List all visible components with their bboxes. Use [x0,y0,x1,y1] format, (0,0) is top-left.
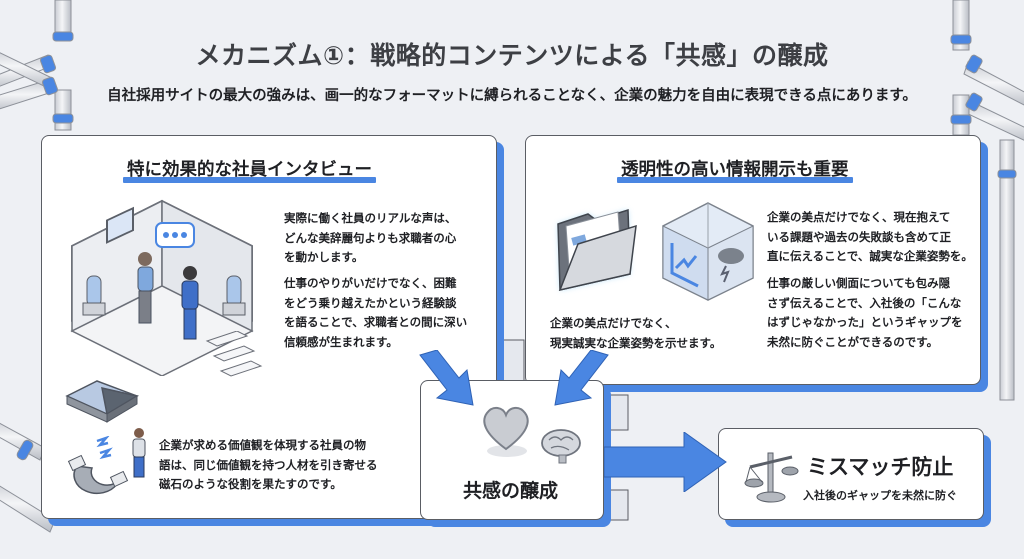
chart-icon [670,243,699,288]
arrow-center-to-result [604,432,727,492]
empathy-label: 共感の醸成 [463,480,559,502]
speech-dot [181,232,187,238]
interview-room-icon [70,199,254,376]
pipe-top-left [0,0,74,131]
pipe-right-side [997,139,1017,401]
mismatch-subtitle: 入社後のギャップを未然に防ぐ [803,489,957,502]
speech-dot [172,232,178,238]
heart-icon [483,407,529,457]
magnet-icon [67,436,129,495]
mismatch-title: ミスマッチ防止 [807,455,954,479]
disclosure-caption: 企業の美点だけでなく、 現実誠実な企業姿勢を示せます。 [550,316,722,350]
pipe-center-connector [497,339,525,383]
page-title: メカニズム①：戦略的コンテンツによる「共感」の醸成 [195,41,829,70]
interview-card-title: 特に効果的な社員インタビュー [123,156,376,183]
balance-scale-icon [744,452,799,503]
puzzle-icon [65,380,139,423]
speech-dot [163,232,169,238]
arrow-left-to-center [419,350,474,406]
steps-icon [205,331,263,377]
interview-paragraph-2: 仕事のやりがいだけでなく、困難 をどう乗り越えたかという経験談 を語ることで、求… [284,276,468,349]
interview-card: 特に効果的な社員インタビュー [41,135,497,519]
interview-paragraph-3: 企業が求める価値観を体現する社員の物 語は、同じ価値観を持つ人材を引き寄せる 磁… [159,438,378,491]
pipe-bottom-left [0,422,56,533]
open-folder-icon [557,208,637,292]
interview-paragraph-1: 実際に働く社員のリアルな声は、 どんな美辞麗句よりも求職者の心 を動かします。 [284,211,457,264]
disclosure-paragraph-1: 企業の美点だけでなく、現在抱えて いる課題や過去の失敗談も含めて正 直に伝えるこ… [767,210,973,263]
storm-cloud-icon [718,248,744,283]
mismatch-prevention-box: ミスマッチ防止 入社後のギャップを未然に防ぐ [718,428,984,520]
brain-icon [541,429,581,464]
pipe-right-connector [607,394,629,521]
pipe-top-right [950,0,1024,141]
disclosure-paragraph-2: 仕事の厳しい側面についても包み隠 さず伝えることで、入社後の「こんな はずじゃな… [767,276,963,349]
transparent-cube-icon [662,202,754,301]
person-icon [132,428,146,478]
empathy-box: 共感の醸成 [420,380,604,520]
arrow-right-to-center [554,350,609,406]
disclosure-card: 透明性の高い情報開示も重要 企業の美点だけでなく、 現実誠実な企業姿勢を示せます… [525,135,981,385]
disclosure-card-title: 透明性の高い情報開示も重要 [617,156,853,183]
page-subtitle: 自社採用サイトの最大の強みは、画一的なフォーマットに縛られることなく、企業の魅力… [107,88,917,104]
